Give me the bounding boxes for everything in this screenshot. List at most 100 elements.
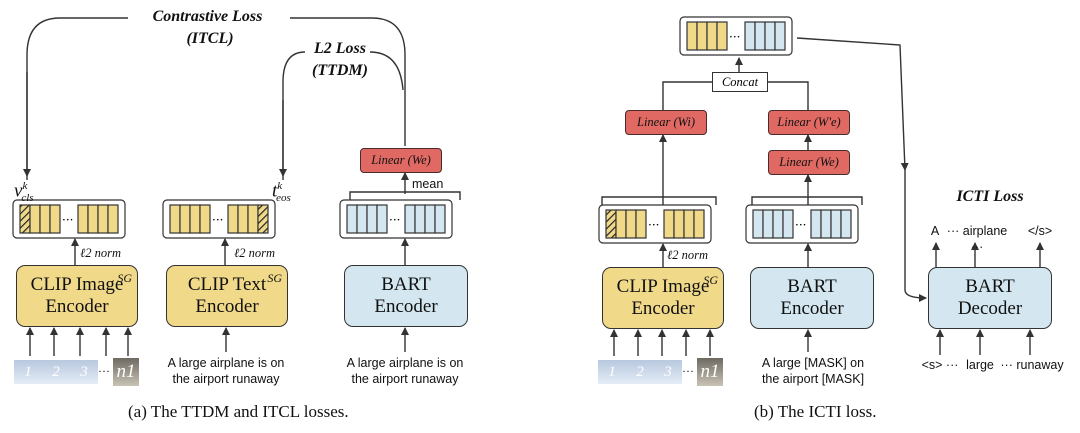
patch-ellipsis-b: ··· (682, 364, 694, 378)
concat-box: Concat (712, 72, 768, 92)
t-eos-label: tkeos (272, 180, 291, 205)
itcl-label: (ITCL) (186, 30, 234, 47)
image-embedding-b-cell (673, 209, 685, 239)
ttdm-label: (TTDM) (312, 62, 368, 79)
bart-embedding-b-cell (840, 209, 852, 239)
bart-embedding-b-cell (782, 209, 794, 239)
connector-line (796, 37, 909, 171)
image-patch-3: 3 (70, 360, 98, 384)
bart-embedding-a-cell (424, 204, 436, 234)
bart-embedding-a-cell (404, 204, 416, 234)
l2-loss-title: L2 Loss (314, 40, 366, 57)
text-embedding-a-cell (227, 204, 239, 234)
bart-embedding-b-cell (752, 209, 764, 239)
connector-line (26, 17, 128, 180)
caption-b: (b) The ICTI loss. (754, 402, 877, 421)
decoder-input-token-runaway: ··· runaway (1000, 358, 1064, 372)
image-patch-2: 2 (42, 360, 70, 384)
text-embedding-a-cell (257, 204, 269, 234)
connector-line (290, 17, 406, 146)
concat-embedding-ellipsis: ··· (729, 30, 740, 44)
concat-embedding-cell (764, 21, 776, 51)
connector-line (369, 51, 404, 91)
image-embedding-a-cell (107, 204, 119, 234)
bart-embedding-a-cell (346, 204, 358, 234)
image-embedding-b-cell (683, 209, 695, 239)
decoder-output-token-eos: </s> (1027, 224, 1053, 238)
connector-line (766, 81, 809, 110)
text-embedding-a-cell (199, 204, 211, 234)
text-embedding-a-cell (189, 204, 201, 234)
text-embedding-a-ellipsis: ··· (212, 213, 223, 227)
l2-norm-label-b: ℓ2 norm (667, 248, 708, 262)
bart-embedding-b-cell (772, 209, 784, 239)
bart-embedding-a-cell (356, 204, 368, 234)
linear-we-box-a: Linear (We) (360, 148, 442, 173)
image-patch-3-b: 3 (654, 360, 682, 384)
l2-norm-label-text: ℓ2 norm (234, 246, 275, 260)
l2-norm-label-image: ℓ2 norm (80, 246, 121, 260)
image-patch-1-b: 1 (598, 360, 626, 384)
image-embedding-a-cell (87, 204, 99, 234)
decoder-input-token-large: large (966, 358, 994, 372)
linear-wi-box: Linear (Wi) (625, 110, 707, 135)
decoder-output-token-airplane: ··· airplane ··· (946, 224, 1008, 254)
v-cls-label: vkcls (14, 180, 34, 205)
image-patch-n1-b: n1 (697, 358, 723, 386)
concat-embedding-cell (716, 21, 728, 51)
image-embedding-b-cell (635, 209, 647, 239)
image-embedding-a-cell (39, 204, 51, 234)
image-embedding-a-cell (29, 204, 41, 234)
decoder-output-token-a: A (930, 224, 940, 238)
image-embedding-a-cell (49, 204, 61, 234)
connector-line (349, 191, 461, 200)
image-embedding-a-cell (97, 204, 109, 234)
image-embedding-b-cell (605, 209, 617, 239)
connector-line (282, 51, 306, 180)
concat-embedding-cell (754, 21, 766, 51)
linear-we-box-b: Linear (We) (768, 150, 850, 175)
image-patch-n1: n1 (113, 358, 139, 386)
bart-embedding-a-cell (376, 204, 388, 234)
image-embedding-b-cell (625, 209, 637, 239)
patch-ellipsis: ··· (98, 364, 110, 378)
caption-a: (a) The TTDM and ITCL losses. (128, 402, 349, 421)
contrastive-loss-title: Contrastive Loss (152, 8, 263, 25)
concat-embedding-cell (706, 21, 718, 51)
decoder-input-token-bos: <s> ··· (921, 358, 959, 372)
connector-line (751, 196, 863, 205)
image-embedding-b-cell (693, 209, 705, 239)
bart-embedding-a-ellipsis: ··· (389, 213, 400, 227)
bart-embedding-b-cell (810, 209, 822, 239)
mean-label: mean (412, 177, 444, 191)
bart-embedding-a-cell (366, 204, 378, 234)
image-embedding-b-cell (615, 209, 627, 239)
image-patch-2-b: 2 (626, 360, 654, 384)
icti-loss-title: ICTI Loss (956, 188, 1024, 205)
concat-embedding-cell (686, 21, 698, 51)
image-embedding-a-cell (77, 204, 89, 234)
text-embedding-a-cell (237, 204, 249, 234)
image-embedding-a-cell (19, 204, 31, 234)
concat-embedding-cell (696, 21, 708, 51)
connector-line (601, 196, 717, 205)
bart-embedding-b-cell (830, 209, 842, 239)
image-embedding-a-ellipsis: ··· (62, 213, 73, 227)
linear-we-prime-box: Linear (W'e) (768, 110, 850, 135)
concat-embedding-cell (774, 21, 786, 51)
bart-embedding-b-cell (762, 209, 774, 239)
bart-embedding-a-cell (414, 204, 426, 234)
connector-line (662, 81, 712, 110)
bart-embedding-a-cell (434, 204, 446, 234)
bart-embedding-b-cell (820, 209, 832, 239)
